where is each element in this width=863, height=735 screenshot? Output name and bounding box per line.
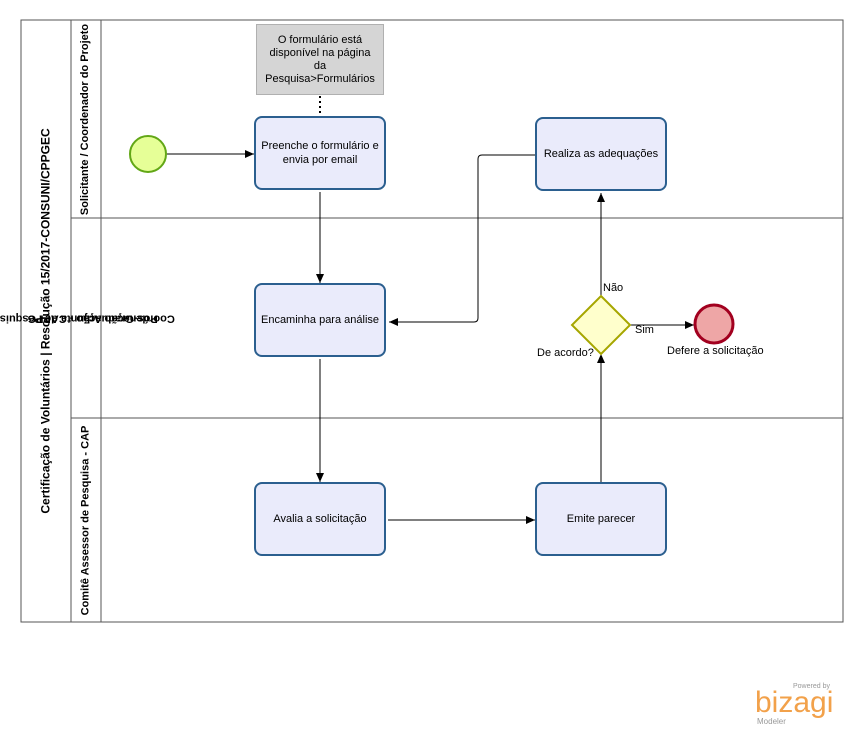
lane-title-cappg-line2: Pós-Graduação - CAPPG	[27, 312, 158, 325]
lane-label-cap: Comitê Assessor de Pesquisa - CAP	[71, 418, 101, 622]
task-realiza-adequacoes[interactable]: Realiza as adequações	[535, 117, 667, 191]
text-annotation[interactable]: O formulário está disponível na página d…	[256, 24, 384, 95]
gateway-label: De acordo?	[537, 347, 594, 359]
end-event-label: Defere a solicitação	[667, 345, 764, 357]
task-realiza-label: Realiza as adequações	[543, 148, 659, 160]
task-encaminha-label: Encaminha para análise	[260, 314, 380, 326]
annotation-line-3: da	[313, 59, 327, 72]
task-preenche-line-1: Preenche o formulário e	[261, 140, 379, 152]
lane-label-cappg: Coordenação Adjunta de Pesquisa e Pós-Gr…	[0, 218, 175, 418]
lane-title-cap: Comitê Assessor de Pesquisa - CAP	[79, 425, 92, 615]
task-avalia-solicitacao[interactable]: Avalia a solicitação	[254, 482, 386, 556]
task-encaminha-analise[interactable]: Encaminha para análise	[254, 283, 386, 357]
annotation-line-2: disponível na página	[269, 46, 371, 59]
exclusive-gateway[interactable]	[570, 294, 632, 356]
end-event[interactable]	[693, 303, 735, 345]
lane-title-cappg: Coordenação Adjunta de Pesquisa e Pós-Gr…	[0, 223, 175, 413]
task-emite-parecer[interactable]: Emite parecer	[535, 482, 667, 556]
lane-label-solicitante: Solicitante / Coordenador do Projeto	[71, 20, 101, 218]
start-event[interactable]	[129, 135, 167, 173]
task-preenche-formulario[interactable]: Preenche o formulário e envia por email	[254, 116, 386, 190]
powered-by-text: Powered by	[793, 683, 830, 690]
gateway-no-label: Não	[603, 282, 624, 294]
modeler-text: Modeler	[757, 717, 786, 726]
task-avalia-label: Avalia a solicitação	[273, 513, 367, 525]
task-emite-label: Emite parecer	[566, 513, 636, 525]
task-preenche-line-2: envia por email	[282, 154, 358, 166]
bizagi-logo: bizagi	[755, 686, 834, 719]
lane-title-solicitante: Solicitante / Coordenador do Projeto	[79, 23, 92, 215]
annotation-line-1: O formulário está	[277, 33, 363, 46]
gateway-yes-label: Sim	[635, 324, 654, 336]
flow-realiza-to-encaminha	[389, 154, 535, 326]
annotation-line-4: Pesquisa>Formulários	[265, 72, 375, 85]
